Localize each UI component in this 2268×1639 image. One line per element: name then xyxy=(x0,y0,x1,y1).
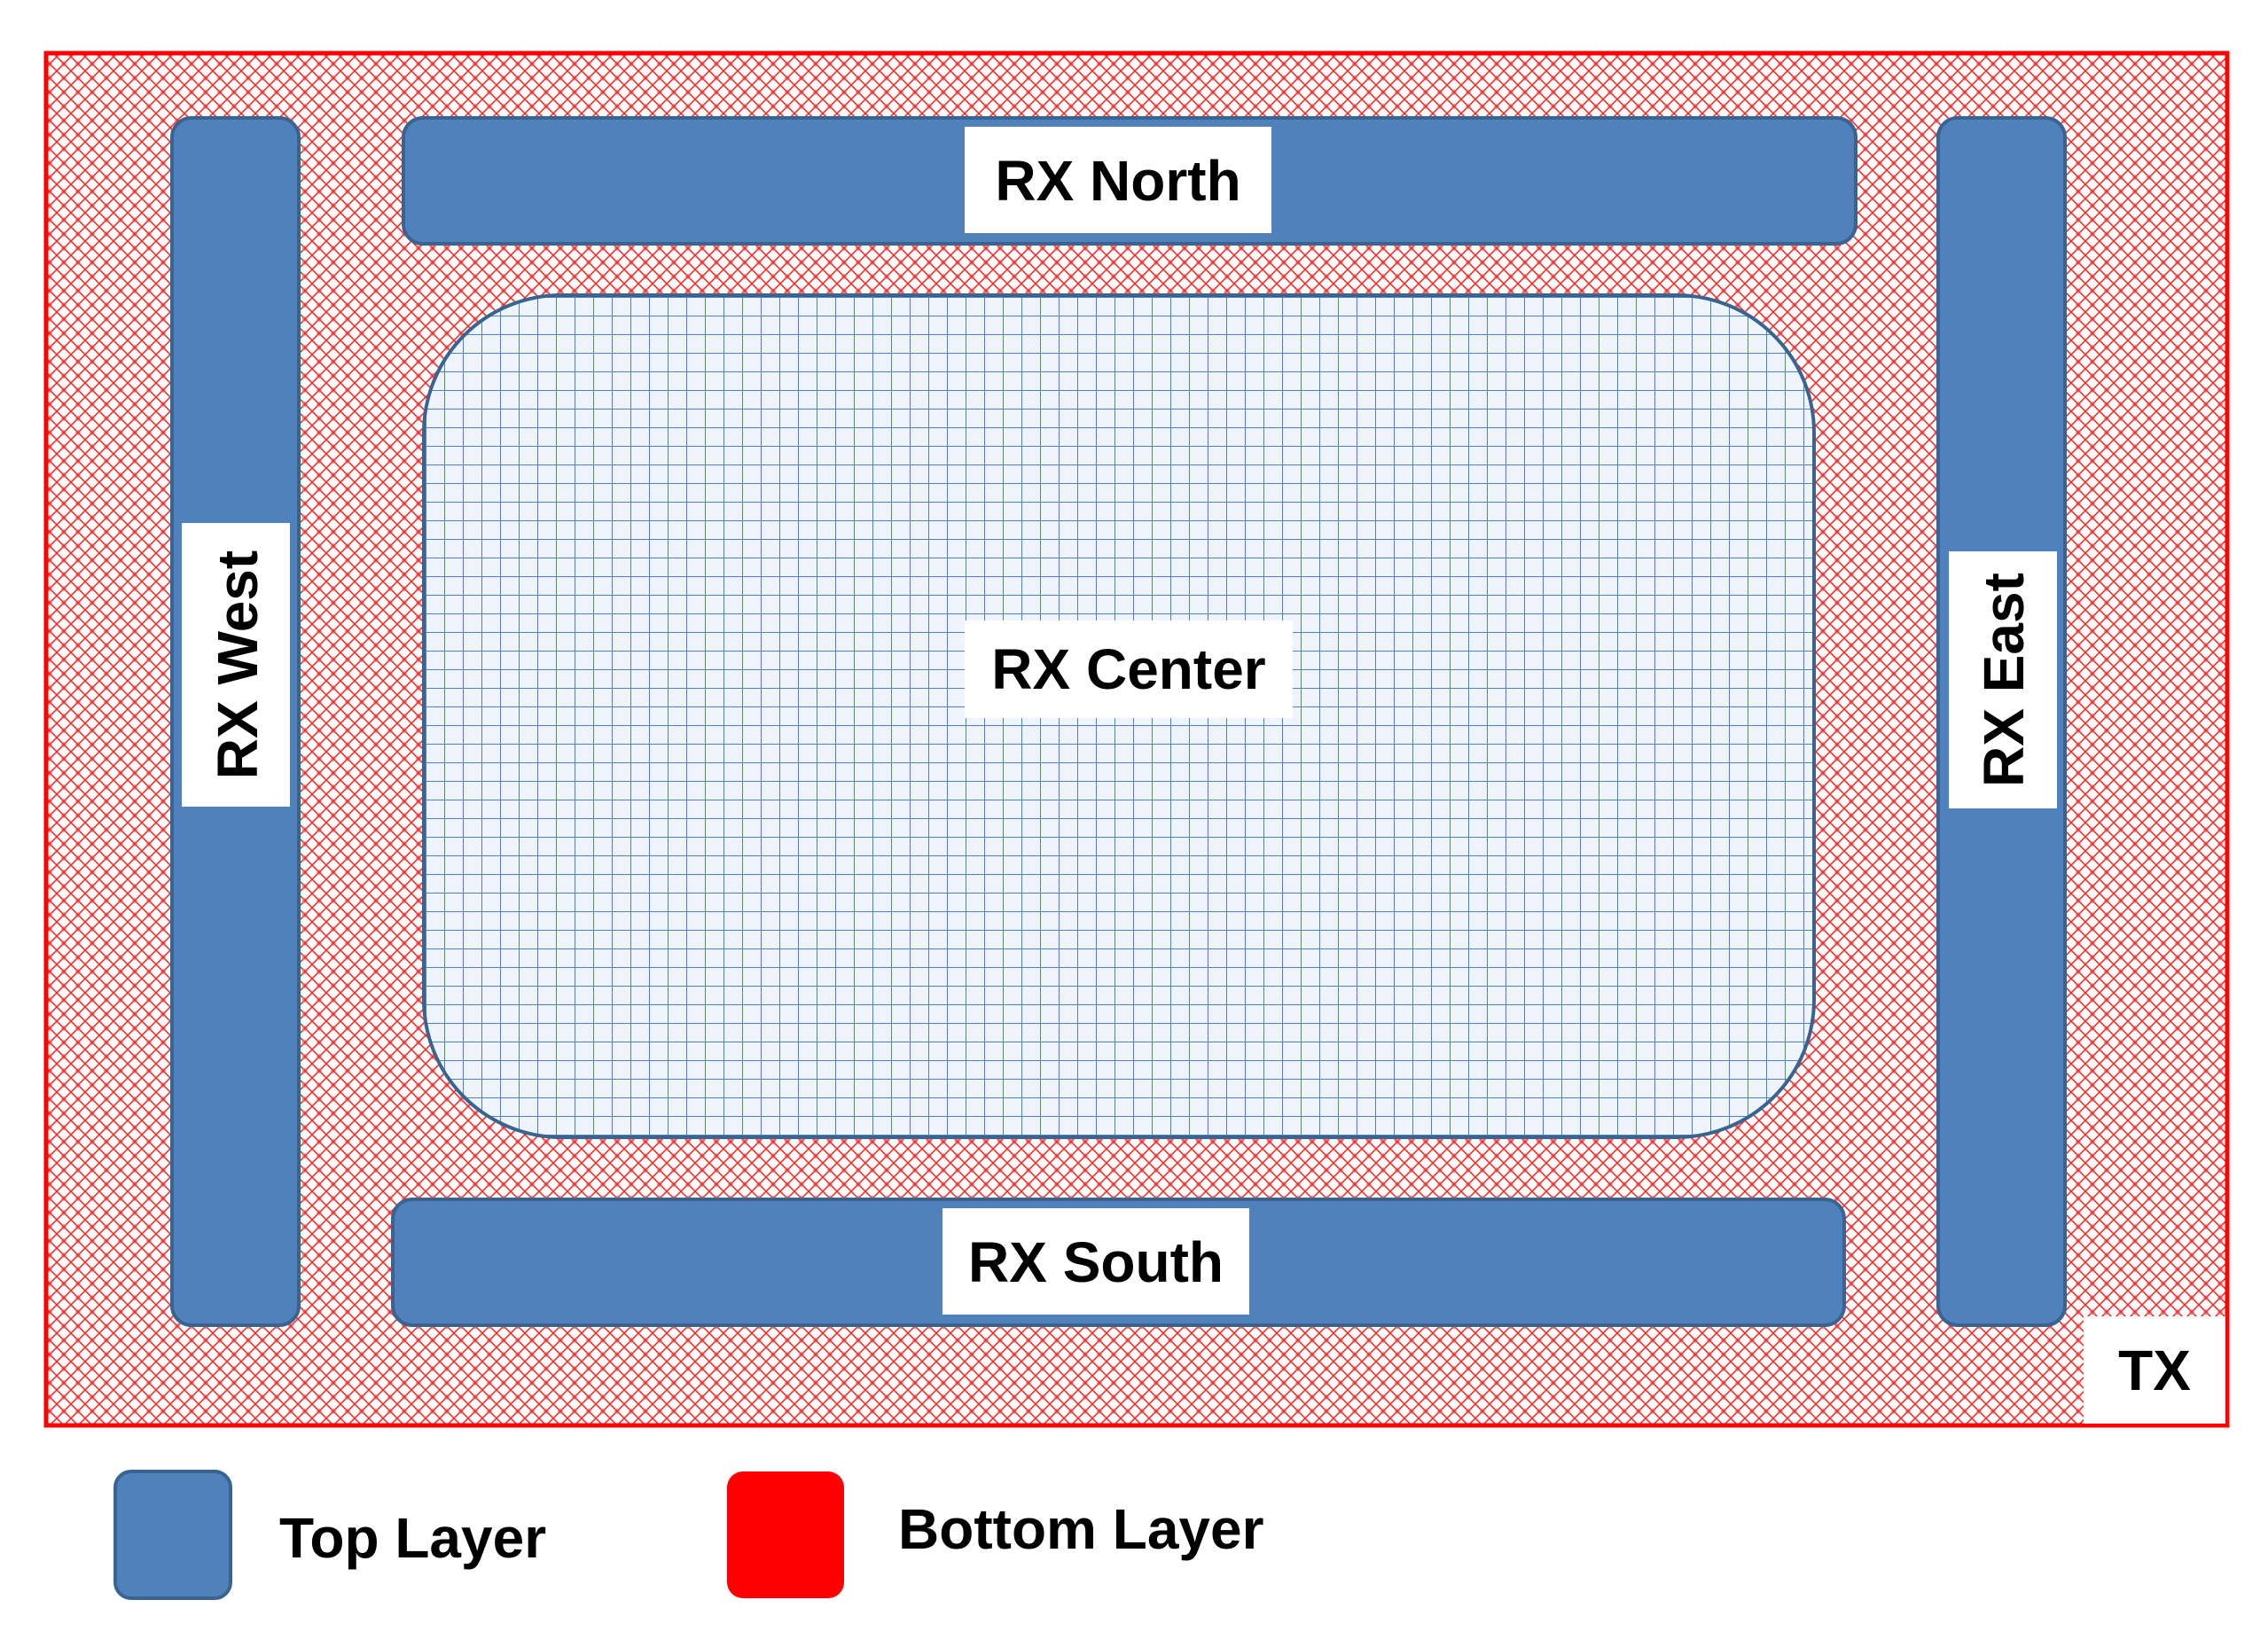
tx-label-box xyxy=(2084,1316,2225,1424)
rx-center-label-box xyxy=(965,620,1293,718)
rx-south-label-box xyxy=(942,1208,1249,1315)
legend-bottom-layer-label: Bottom Layer xyxy=(898,1497,1264,1561)
top-layer-swatch xyxy=(113,1470,232,1600)
legend: Top Layer Bottom Layer xyxy=(113,1470,1264,1600)
tx-label: TX xyxy=(2118,1339,2191,1402)
legend-top-layer-label: Top Layer xyxy=(279,1506,546,1570)
rx-north-label-box xyxy=(965,127,1271,233)
rx-south-label: RX South xyxy=(968,1230,1224,1294)
rx-north-label: RX North xyxy=(995,149,1240,213)
rx-east-label: RX East xyxy=(1972,573,2036,787)
rx-west-label-box xyxy=(182,523,290,807)
rx-east-label-box xyxy=(1949,551,2057,808)
rx-center-label: RX Center xyxy=(991,637,1265,701)
bottom-layer-swatch xyxy=(727,1471,844,1598)
rx-west-label: RX West xyxy=(206,550,270,779)
